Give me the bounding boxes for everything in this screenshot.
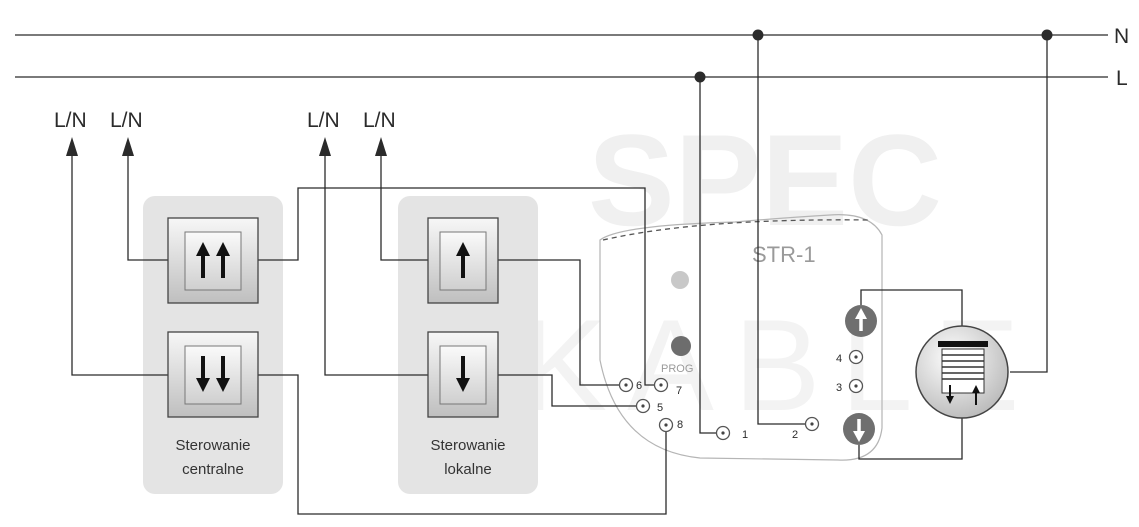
prog-label: PROG <box>661 363 693 375</box>
wire-l-terminal1 <box>699 77 717 434</box>
double-down-arrow-icon <box>196 356 230 392</box>
wire-motor-up <box>860 289 963 338</box>
down-arrow-icon <box>456 356 470 392</box>
terminal-1-label: 1 <box>742 429 748 441</box>
local-down-switch[interactable] <box>427 331 499 418</box>
source-label-3: L/N <box>307 109 340 132</box>
watermark-line1: SPEC <box>588 107 942 253</box>
terminal-8-label: 8 <box>677 419 683 431</box>
arrow-icon <box>66 137 78 156</box>
module-name: STR-1 <box>752 242 816 267</box>
local-up-switch[interactable] <box>427 217 499 304</box>
wire-local-up-terminal6 <box>498 259 620 386</box>
source-label-1: L/N <box>54 109 87 132</box>
terminal-2-label: 2 <box>792 429 798 441</box>
led-indicator <box>671 271 689 289</box>
wire-n-terminal2 <box>757 35 806 425</box>
arrow-icon <box>122 137 134 156</box>
output-down-indicator <box>843 413 875 445</box>
local-caption-line2: lokalne <box>444 461 492 478</box>
terminal-3-label: 3 <box>836 382 842 394</box>
arrow-icon <box>319 137 331 156</box>
wire-source1-central-down <box>71 155 168 376</box>
terminal-5-label: 5 <box>657 402 663 414</box>
down-arrow-icon <box>946 385 954 404</box>
wire-central-up-terminal7 <box>258 187 655 386</box>
l-rail-label: L <box>1116 67 1128 90</box>
arrow-icon <box>375 137 387 156</box>
up-arrow-icon <box>972 385 980 405</box>
local-caption-line1: Sterowanie <box>430 437 505 454</box>
module-top-edge <box>602 219 871 241</box>
n-rail-label: N <box>1114 25 1129 48</box>
central-caption-line2: centralne <box>182 461 244 478</box>
double-up-arrow-icon <box>196 242 230 278</box>
up-arrow-icon <box>456 242 470 278</box>
wire-source3-local-down <box>324 155 428 376</box>
output-up-indicator <box>845 305 877 337</box>
wire-local-down-terminal5 <box>498 374 637 407</box>
terminal-7-label: 7 <box>676 385 682 397</box>
up-arrow-icon <box>855 308 867 331</box>
down-arrow-icon <box>853 419 865 442</box>
terminal-4-label: 4 <box>836 353 842 365</box>
source-label-4: L/N <box>363 109 396 132</box>
central-caption-line1: Sterowanie <box>175 437 250 454</box>
str1-module-outline <box>599 214 883 461</box>
central-up-switch[interactable] <box>167 217 259 304</box>
source-label-2: L/N <box>110 109 143 132</box>
central-down-switch[interactable] <box>167 331 259 418</box>
wire-motor-down <box>858 406 963 460</box>
terminal-6-label: 6 <box>636 380 642 392</box>
wire-source4-local-up <box>380 155 428 261</box>
wire-central-down-terminal8 <box>258 374 667 515</box>
roller-shutter-motor-icon <box>915 325 1009 419</box>
wire-source2-central-up <box>127 155 168 261</box>
prog-button[interactable] <box>671 336 691 356</box>
wire-n-motor <box>1010 35 1048 373</box>
